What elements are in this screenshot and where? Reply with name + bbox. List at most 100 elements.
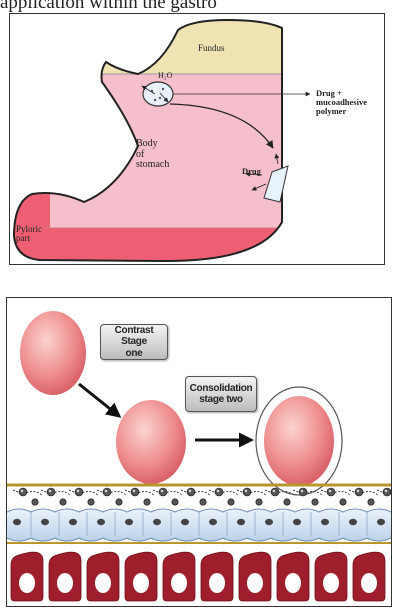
mucin-bead <box>383 488 391 496</box>
tissue-nucleus <box>377 519 385 525</box>
tissue-nucleus <box>97 519 105 525</box>
mucin-bead <box>159 488 167 496</box>
mucin-strand <box>13 490 43 496</box>
particle-contact <box>116 400 186 484</box>
tissue-nucleus <box>237 519 245 525</box>
tissue-nucleus <box>69 519 77 525</box>
mucin-bead-highlight <box>49 490 51 492</box>
mucin-bead-highlight <box>133 490 135 492</box>
tissue-nucleus <box>265 519 273 525</box>
mucin-bead <box>327 488 335 496</box>
mucin-bead-highlight <box>245 490 247 492</box>
mucin-bead <box>200 499 206 505</box>
mucin-bead <box>116 499 122 505</box>
cell-nucleus <box>209 573 225 593</box>
stomach-illustration <box>10 14 384 264</box>
cell-nucleus <box>171 573 187 593</box>
pyloric-part-label: Pyloric part <box>16 225 42 244</box>
tissue-nucleus <box>349 519 357 525</box>
cell-nucleus <box>133 573 149 593</box>
fundus-label: Fundus <box>198 44 225 53</box>
mucoadhesion-diagram-panel: Contrast Stage one Consolidation stage t… <box>6 297 392 607</box>
mucin-bead <box>340 499 346 505</box>
stage-one-label-box: Contrast Stage one <box>100 324 168 360</box>
mucin-bead <box>144 499 150 505</box>
mucin-bead <box>228 499 234 505</box>
mucin-bead <box>299 488 307 496</box>
tissue-nucleus <box>13 519 21 525</box>
water-label: H₂O <box>158 72 172 80</box>
drug-polymer-label-line: polymer <box>316 107 367 116</box>
cell-nucleus <box>247 573 263 593</box>
mucin-bead-highlight <box>161 490 163 492</box>
drug-polymer-droplet <box>143 82 173 106</box>
mucin-strand <box>349 490 379 496</box>
mucin-bead <box>60 499 66 505</box>
mucin-strand <box>69 490 99 496</box>
mucin-strand <box>125 490 155 496</box>
drug-label: Drug <box>242 167 261 176</box>
mucin-bead-highlight <box>77 490 79 492</box>
mucin-bead <box>312 499 318 505</box>
tissue-nucleus <box>125 519 133 525</box>
mucin-strand <box>321 490 351 496</box>
mucin-bead <box>75 488 83 496</box>
tissue-nucleus <box>41 519 49 525</box>
cell-nucleus <box>95 573 111 593</box>
stage-two-label-line: stage two <box>190 394 253 406</box>
tissue-nucleus <box>181 519 189 525</box>
mucin-bead <box>271 488 279 496</box>
mucin-bead <box>368 499 374 505</box>
mucin-bead-highlight <box>189 490 191 492</box>
cell-nucleus <box>361 573 377 593</box>
tissue-nucleus <box>293 519 301 525</box>
stage-two-label-box: Consolidation stage two <box>185 376 257 412</box>
mucin-bead <box>172 499 178 505</box>
mucin-strand <box>41 490 71 496</box>
tissue-layer <box>7 509 391 541</box>
mucin-bead <box>256 499 262 505</box>
mucin-strand <box>209 490 239 496</box>
tissue-nucleus <box>209 519 217 525</box>
particle-consolidated <box>264 396 334 486</box>
arrow-to-stage-two <box>79 384 119 416</box>
pyloric-label-line: part <box>16 234 42 243</box>
particle-stage-one <box>20 311 86 395</box>
epithelial-cell-row <box>11 552 385 601</box>
mucin-bead-highlight <box>385 490 387 492</box>
mucin-bead <box>103 488 111 496</box>
stage-two-label-line: Consolidation <box>190 383 253 395</box>
pyloric-region <box>10 228 384 264</box>
mucin-bead-highlight <box>329 490 331 492</box>
mucin-bead-highlight <box>217 490 219 492</box>
mucin-bead <box>355 488 363 496</box>
mucin-bead <box>215 488 223 496</box>
mucin-bead <box>243 488 251 496</box>
cell-nucleus <box>285 573 301 593</box>
mucin-strand <box>181 490 211 496</box>
mucin-chains <box>13 488 391 505</box>
mucin-bead <box>187 488 195 496</box>
body-of-stomach-label: Body of stomach <box>136 139 169 171</box>
mucin-bead <box>131 488 139 496</box>
mucoadhesion-illustration <box>7 298 391 606</box>
mucin-bead-highlight <box>21 490 23 492</box>
tissue-nucleus <box>153 519 161 525</box>
tissue-nucleus <box>321 519 329 525</box>
stage-one-label-line: one <box>101 348 167 360</box>
mucin-bead-highlight <box>105 490 107 492</box>
body-label-line: Body <box>136 139 169 150</box>
mucin-bead <box>47 488 55 496</box>
mucin-strand <box>237 490 267 496</box>
cell-nucleus <box>57 573 73 593</box>
mucin-bead <box>284 499 290 505</box>
mucin-bead <box>32 499 38 505</box>
mucin-strand <box>153 490 183 496</box>
mucin-bead <box>19 488 27 496</box>
mucin-strand <box>97 490 127 496</box>
mucin-bead-highlight <box>273 490 275 492</box>
stomach-diagram-panel: Fundus H₂O Drug + mucoadhesive polymer B… <box>9 13 385 265</box>
cropped-caption-text: application within the gastro <box>0 0 393 13</box>
cell-nucleus <box>19 573 35 593</box>
stage-one-label-line: Contrast Stage <box>101 325 167 348</box>
